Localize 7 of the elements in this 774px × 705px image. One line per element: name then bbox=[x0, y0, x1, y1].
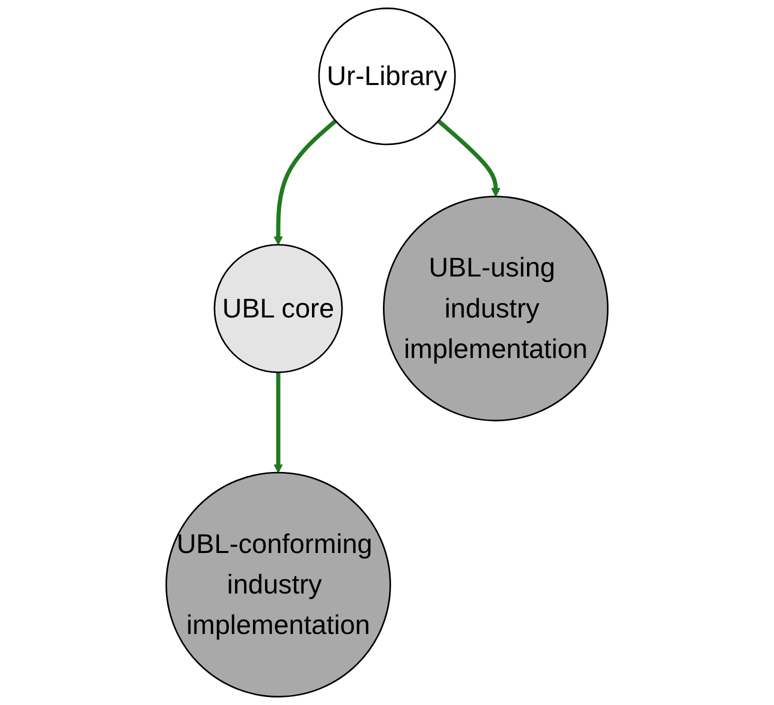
node-circle: UBL-using industry implementation bbox=[382, 196, 609, 422]
node-circle: UBL core bbox=[214, 244, 343, 374]
node-circle: UBL-conforming industry implementation bbox=[165, 472, 392, 698]
arrow bbox=[274, 372, 283, 474]
node-circle: Ur-Library bbox=[318, 8, 456, 146]
arrow bbox=[274, 119, 337, 246]
arrow bbox=[437, 119, 500, 197]
